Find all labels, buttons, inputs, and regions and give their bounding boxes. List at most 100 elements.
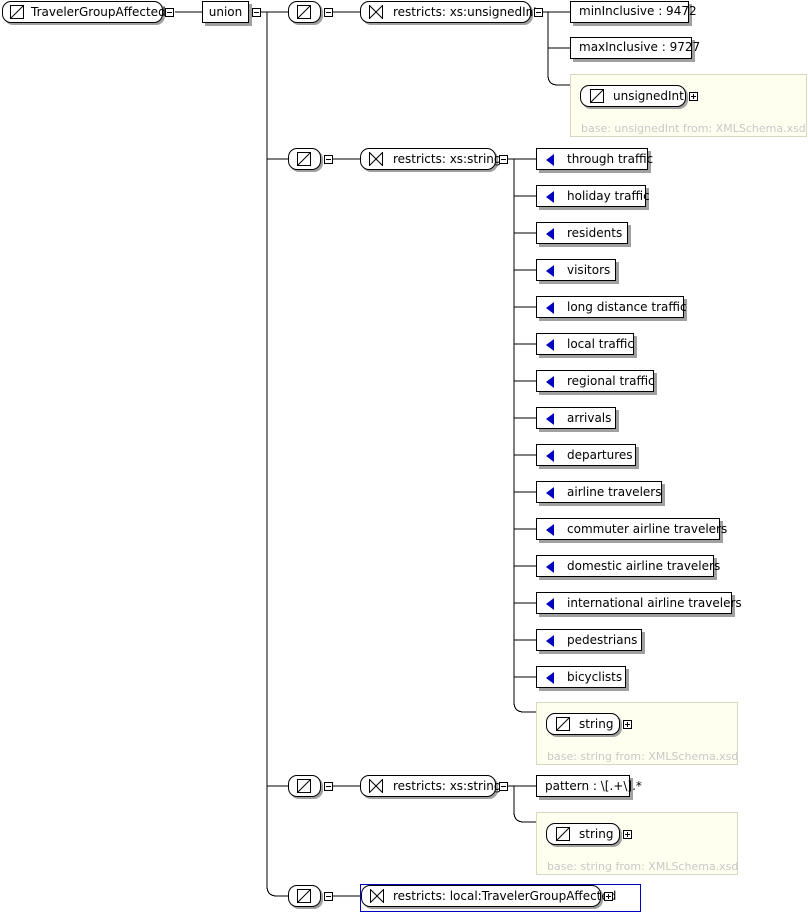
enumeration-item[interactable]: long distance traffic [536,296,687,318]
simple-type-icon [297,5,311,19]
enumeration-icon [546,302,554,314]
enumeration-icon [546,524,554,536]
facet-max-inclusive[interactable]: maxInclusive : 9727 [570,37,700,59]
restriction-2-collapse-toggle[interactable] [499,155,508,164]
enumeration-label: pedestrians [567,633,638,647]
enumeration-icon [546,450,554,462]
facet-label: pattern : \[.+\].* [545,779,642,793]
facet-pattern[interactable]: pattern : \[.+\].* [536,775,642,797]
base-type-label: string [579,717,614,731]
enumeration-item[interactable]: airline travelers [536,481,662,503]
restriction-3-node[interactable]: restricts: xs:string [360,775,502,797]
simple-type-4[interactable] [288,885,321,907]
enumeration-label: airline travelers [567,485,662,499]
enumeration-item[interactable]: commuter airline travelers [536,518,727,540]
enumeration-label: international airline travelers [567,596,742,610]
restriction-icon [369,5,383,19]
enumeration-label: regional traffic [567,374,655,388]
enumeration-label: departures [567,448,633,462]
enumeration-label: residents [567,226,623,240]
enumeration-item[interactable]: domestic airline travelers [536,555,720,577]
simple-type-4-collapse-toggle[interactable] [324,892,333,901]
simple-type-1-collapse-toggle[interactable] [324,8,333,17]
simple-type-2[interactable] [288,148,321,170]
facet-label: maxInclusive : 9727 [579,40,701,54]
restriction-1-collapse-toggle[interactable] [534,8,543,17]
simple-type-2-collapse-toggle[interactable] [324,155,333,164]
facet-min-inclusive[interactable]: minInclusive : 9472 [570,1,697,23]
simple-type-icon [297,779,311,793]
restriction-4-expand-toggle[interactable] [604,892,613,901]
simple-type-icon [556,827,570,841]
enumeration-item[interactable]: arrivals [536,407,616,429]
simple-type-icon [10,5,24,19]
restriction-icon [370,889,384,903]
union-node[interactable]: union [202,1,249,23]
base-note: base: string from: XMLSchema.xsd [547,860,739,873]
enumeration-icon [546,376,554,388]
enumeration-icon [546,598,554,610]
simple-type-icon [297,889,311,903]
enumeration-icon [546,635,554,647]
enumeration-item[interactable]: through traffic [536,148,653,170]
union-label: union [208,5,243,19]
restriction-3-collapse-toggle[interactable] [499,782,508,791]
base-type-expand-toggle[interactable] [623,720,632,729]
enumeration-item[interactable]: visitors [536,259,616,281]
enumeration-icon [546,672,554,684]
base-type-unsignedint[interactable]: unsignedInt [580,85,686,107]
enumeration-item[interactable]: pedestrians [536,629,642,651]
base-type-string[interactable]: string [546,823,620,845]
simple-type-3-collapse-toggle[interactable] [324,782,333,791]
enumeration-item[interactable]: regional traffic [536,370,655,392]
root-label: TravelerGroupAffected [31,5,166,19]
enumeration-icon [546,228,554,240]
simple-type-3[interactable] [288,775,321,797]
base-type-expand-toggle[interactable] [689,92,698,101]
base-type-panel-3: string base: string from: XMLSchema.xsd [536,812,738,875]
enumeration-label: bicyclists [567,670,623,684]
restriction-4-node[interactable]: restricts: local:TravelerGroupAffected [361,885,616,907]
facet-label: minInclusive : 9472 [579,4,697,18]
simple-type-icon [590,89,604,103]
base-type-label: string [579,827,614,841]
enumeration-label: local traffic [567,337,634,351]
enumeration-item[interactable]: local traffic [536,333,634,355]
enumeration-icon [546,191,554,203]
base-note: base: unsignedInt from: XMLSchema.xsd [581,122,806,135]
restriction-4-label: restricts: local:TravelerGroupAffected [393,889,617,903]
enumeration-label: long distance traffic [567,300,687,314]
root-simple-type[interactable]: TravelerGroupAffected [2,1,166,23]
base-type-string[interactable]: string [546,713,620,735]
restriction-3-label: restricts: xs:string [393,779,502,793]
enumeration-item[interactable]: departures [536,444,636,466]
enumeration-item[interactable]: bicyclists [536,666,626,688]
enumeration-item[interactable]: international airline travelers [536,592,742,614]
restriction-1-label: restricts: xs:unsignedInt [393,5,538,19]
base-type-panel-1: unsignedInt base: unsignedInt from: XMLS… [570,74,807,137]
restriction-2-label: restricts: xs:string [393,152,502,166]
enumeration-label: visitors [567,263,611,277]
enumeration-item[interactable]: residents [536,222,628,244]
enumeration-label: domestic airline travelers [567,559,721,573]
enumeration-icon [546,154,554,166]
base-note: base: string from: XMLSchema.xsd [547,750,739,763]
restriction-icon [369,779,383,793]
enumeration-label: arrivals [567,411,612,425]
union-collapse-toggle[interactable] [252,8,261,17]
enumeration-icon [546,265,554,277]
simple-type-1[interactable] [288,1,321,23]
base-type-expand-toggle[interactable] [623,830,632,839]
enumeration-label: through traffic [567,152,654,166]
restriction-1-node[interactable]: restricts: xs:unsignedInt [360,1,538,23]
simple-type-icon [556,717,570,731]
enumeration-item[interactable]: holiday traffic [536,185,650,207]
restriction-2-node[interactable]: restricts: xs:string [360,148,502,170]
simple-type-icon [297,152,311,166]
enumeration-icon [546,339,554,351]
root-collapse-toggle[interactable] [165,8,174,17]
enumeration-icon [546,561,554,573]
enumeration-label: commuter airline travelers [567,522,728,536]
selected-node-highlight [360,884,641,912]
